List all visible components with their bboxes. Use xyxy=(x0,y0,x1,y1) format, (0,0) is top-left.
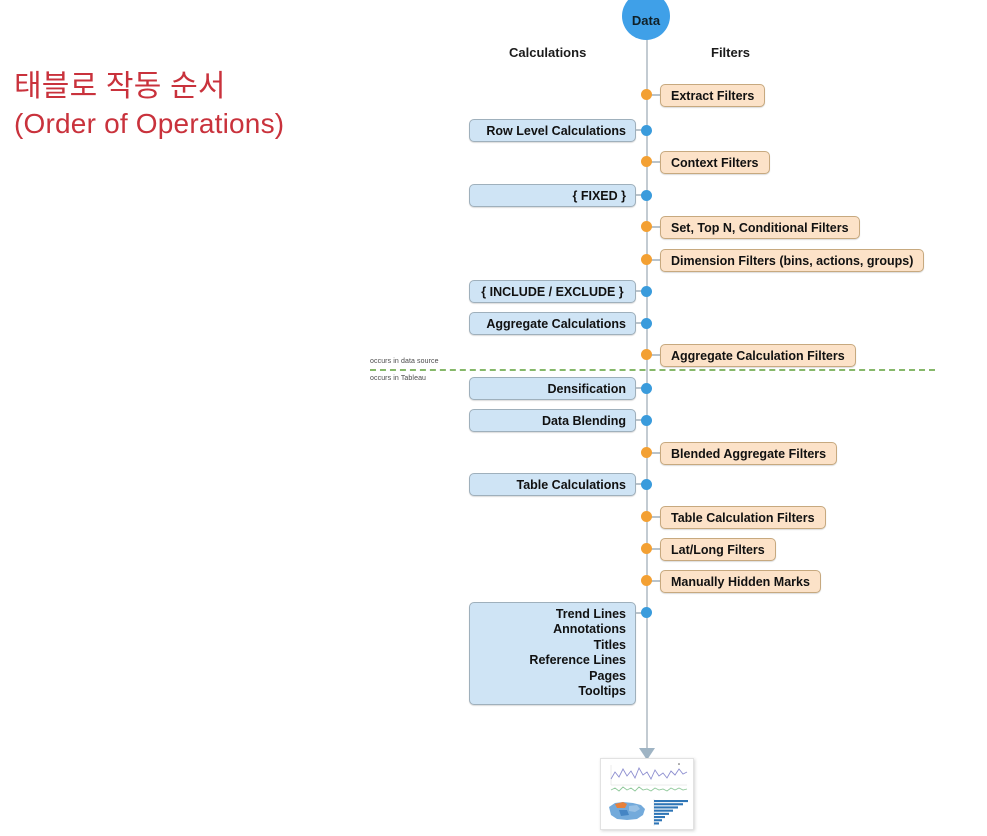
calculation-dot xyxy=(641,318,652,329)
divider-label-tableau: occurs in Tableau xyxy=(370,375,427,382)
connector-stub xyxy=(650,226,662,228)
connector-stub xyxy=(650,259,662,261)
dashboard-thumbnail xyxy=(600,758,694,830)
calc-box-fixed[interactable]: { FIXED } xyxy=(469,184,636,207)
column-header-filters: Filters xyxy=(711,45,751,60)
calculation-dot xyxy=(641,286,652,297)
filter-dot xyxy=(641,447,652,458)
viz-layer-item-tooltips: Tooltips xyxy=(578,684,626,699)
page-title-english: (Order of Operations) xyxy=(14,108,285,140)
connector-stub xyxy=(650,94,662,96)
connector-stub xyxy=(636,419,644,421)
filter-box-set-topn-conditional-filters[interactable]: Set, Top N, Conditional Filters xyxy=(660,216,860,239)
connector-stub xyxy=(650,516,662,518)
filter-box-extract-filters[interactable]: Extract Filters xyxy=(660,84,766,107)
divider-label-data-source: occurs in data source xyxy=(370,358,439,365)
connector-stub xyxy=(636,129,644,131)
connector-stub xyxy=(636,387,644,389)
connector-stub xyxy=(636,194,644,196)
data-node: Data xyxy=(622,0,670,40)
filter-box-aggregate-calculation-filters[interactable]: Aggregate Calculation Filters xyxy=(660,344,856,367)
connector-stub xyxy=(636,483,644,485)
filter-dot xyxy=(641,349,652,360)
calc-box-table-calculations[interactable]: Table Calculations xyxy=(469,473,636,496)
page-title: 태블로 작동 순서 (Order of Operations) xyxy=(14,68,284,142)
viz-layer-item-annotations: Annotations xyxy=(553,622,626,637)
calculation-dot xyxy=(641,479,652,490)
calc-box-aggregate-calculations[interactable]: Aggregate Calculations xyxy=(469,312,636,335)
calc-box-densification[interactable]: Densification xyxy=(469,377,636,400)
calculation-dot xyxy=(641,415,652,426)
filter-dot xyxy=(641,254,652,265)
calculation-dot xyxy=(641,607,652,618)
filter-dot xyxy=(641,221,652,232)
calc-box-viz-layer[interactable]: Trend Lines Annotations Titles Reference… xyxy=(469,602,636,705)
filter-box-table-calculation-filters[interactable]: Table Calculation Filters xyxy=(660,506,826,529)
connector-stub xyxy=(650,548,662,550)
connector-stub xyxy=(636,290,644,292)
viz-layer-item-pages: Pages xyxy=(589,668,626,683)
filter-dot xyxy=(641,543,652,554)
connector-stub xyxy=(650,580,662,582)
connector-stub xyxy=(650,161,662,163)
calc-box-row-level-calculations[interactable]: Row Level Calculations xyxy=(469,119,636,142)
filter-dot xyxy=(641,575,652,586)
viz-layer-item-trend-lines: Trend Lines xyxy=(555,607,626,621)
data-source-tableau-divider xyxy=(370,369,935,371)
filter-box-latlong-filters[interactable]: Lat/Long Filters xyxy=(660,538,776,561)
viz-layer-item-reference-lines: Reference Lines xyxy=(529,653,626,668)
dashboard-thumbnail-graphic xyxy=(601,759,693,829)
filter-box-manually-hidden-marks[interactable]: Manually Hidden Marks xyxy=(660,570,821,593)
viz-layer-item-titles: Titles xyxy=(593,637,626,652)
flow-arrow-icon xyxy=(639,748,655,760)
column-header-calculations: Calculations xyxy=(509,45,587,60)
filter-box-dimension-filters[interactable]: Dimension Filters (bins, actions, groups… xyxy=(660,249,925,272)
connector-stub xyxy=(650,452,662,454)
calculation-dot xyxy=(641,383,652,394)
connector-stub xyxy=(636,322,644,324)
filter-dot xyxy=(641,511,652,522)
page-title-korean: 태블로 작동 순서 xyxy=(14,70,226,103)
calc-box-data-blending[interactable]: Data Blending xyxy=(469,409,636,432)
filter-dot xyxy=(641,89,652,100)
filter-box-context-filters[interactable]: Context Filters xyxy=(660,151,770,174)
filter-box-blended-aggregate-filters[interactable]: Blended Aggregate Filters xyxy=(660,442,838,465)
connector-stub xyxy=(636,612,644,614)
watermark xyxy=(862,499,980,512)
filter-dot xyxy=(641,156,652,167)
calculation-dot xyxy=(641,190,652,201)
calc-box-include-exclude[interactable]: { INCLUDE / EXCLUDE } xyxy=(469,280,636,303)
connector-stub xyxy=(650,354,662,356)
calculation-dot xyxy=(641,125,652,136)
